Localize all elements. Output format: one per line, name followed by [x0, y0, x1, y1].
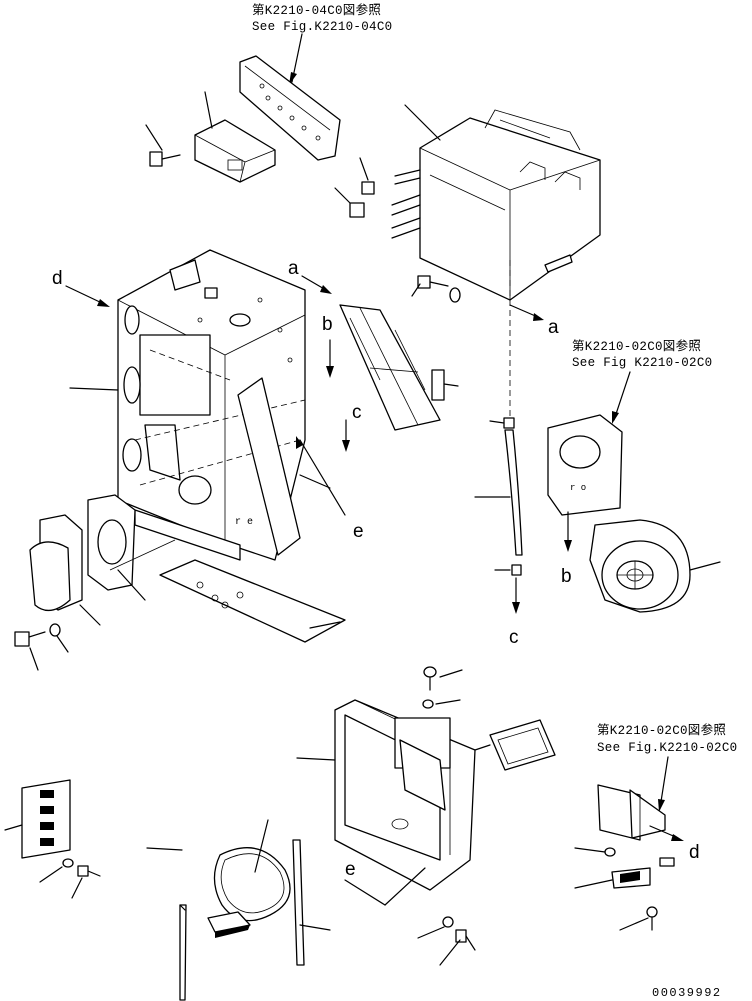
leader-washer-top — [435, 699, 461, 705]
controller-unit — [194, 119, 276, 183]
blower-bracket: r o — [547, 414, 623, 516]
base-plate — [109, 539, 346, 643]
leader-bolt-bottom-center — [439, 939, 461, 966]
vent-grille — [489, 719, 556, 771]
seal-strip-right — [292, 839, 305, 966]
arrow-d-bottom-head — [671, 834, 684, 841]
leader-connector — [4, 824, 23, 831]
letter-e-case: e — [353, 521, 364, 542]
bolt-bottom-left — [14, 623, 61, 647]
duct-housing — [334, 699, 476, 891]
leader-washer-connector — [39, 866, 63, 883]
leader-controller — [204, 91, 213, 129]
bolt-top-left — [149, 151, 181, 167]
letter-b-case: b — [322, 314, 333, 335]
leader-blower — [689, 561, 721, 571]
blower-fan — [589, 519, 691, 613]
foam-pad — [207, 911, 251, 938]
ref-mid-en: See Fig K2210-02C0 — [572, 356, 712, 370]
ref-mid-ja: 第K2210-02C0図参照 — [572, 338, 701, 354]
arrow-e-case-head — [296, 436, 303, 449]
leader-base-plate — [309, 621, 341, 629]
letter-e-bottom: e — [345, 859, 356, 880]
leader-nozzle — [79, 604, 101, 626]
grommet-1 — [361, 181, 375, 195]
leader-seal-right — [299, 924, 331, 931]
svg-text:r o: r o — [570, 483, 586, 493]
leader-case — [69, 387, 119, 391]
leader-vent — [474, 744, 491, 751]
seal-strip-left — [179, 904, 187, 1001]
letter-d-left: d — [52, 268, 63, 289]
leader-filter — [443, 383, 459, 387]
ref-mid-leader — [613, 371, 631, 421]
arrow-c-case-head — [342, 440, 350, 452]
mounting-plate — [239, 55, 341, 161]
leader-bolt-connector — [71, 877, 83, 899]
screw-switch — [646, 906, 658, 931]
ref-bottom-en: See Fig.K2210-02C0 — [597, 741, 737, 755]
leader-washer-bottom-center — [417, 926, 445, 939]
ref-top-en: See Fig.K2210-04C0 — [252, 20, 392, 34]
arrow-c-head — [512, 602, 520, 614]
leader-seal-ring — [254, 819, 269, 873]
letter-a-top: a — [288, 258, 299, 279]
leader-switch — [574, 879, 613, 889]
arrow-e-case-shaft — [299, 439, 346, 516]
leader-screw-switch — [619, 917, 649, 931]
arrow-e-bottom-a — [344, 879, 386, 906]
leader-bolt-bottom — [29, 647, 39, 671]
arrow-d-shaft — [65, 285, 105, 305]
arrow-b-case-head — [326, 366, 334, 378]
leader-grommet-1 — [359, 157, 369, 181]
leader-nut — [574, 847, 606, 853]
filter-panels — [339, 304, 445, 431]
arrow-e-case-shaft-2 — [299, 474, 331, 489]
arrow-a-head — [533, 313, 544, 321]
letter-d-bottom: d — [689, 842, 700, 863]
leader-seal-left — [146, 847, 183, 851]
heater-case: r e — [117, 249, 306, 561]
arrow-d-head — [97, 299, 110, 307]
ref-bottom-ja: 第K2210-02C0図参照 — [597, 722, 726, 738]
arrow-e-bottom-b — [384, 867, 426, 906]
svg-text:r e: r e — [235, 517, 253, 528]
ref-top-arrowhead — [289, 72, 297, 85]
leader-screw-top — [439, 669, 463, 678]
grommet-2 — [349, 202, 365, 218]
heater-pipes — [391, 169, 421, 239]
letter-c-bottom: c — [509, 627, 519, 648]
letter-c-case: c — [352, 402, 362, 423]
switch-bracket — [597, 784, 666, 841]
connector-block — [21, 779, 71, 859]
ref-mid-arrowhead — [612, 411, 619, 424]
letter-b-right: b — [561, 566, 572, 587]
leader-hose-top — [489, 420, 505, 424]
screw-top — [422, 666, 437, 709]
drawing-code: 00039992 — [652, 986, 722, 1000]
leader-grommet-2 — [334, 187, 351, 204]
arrow-b-head — [564, 540, 572, 552]
leader-duct-housing — [296, 757, 336, 761]
ref-bottom-arrowhead — [658, 799, 665, 812]
ref-top-ja: 第K2210-04C0図参照 — [252, 2, 381, 18]
bolt-heater — [417, 275, 461, 303]
heater-core-unit — [419, 109, 601, 301]
leader-bolt-heater — [411, 283, 421, 297]
leader-heater — [404, 104, 441, 141]
bolt-bottom-center — [442, 916, 476, 951]
limit-switch — [604, 847, 675, 889]
bolt-connector — [62, 858, 101, 877]
duct-nozzle — [29, 514, 83, 612]
letter-a-right: a — [548, 317, 559, 338]
duct-gasket — [87, 494, 136, 591]
seal-ring — [213, 847, 291, 922]
drain-hose — [503, 417, 523, 576]
arrow-a-top-head — [320, 285, 332, 294]
leader-bolt-top — [145, 124, 163, 151]
leader-washer-bottom — [56, 635, 69, 653]
leader-gasket — [117, 569, 146, 601]
